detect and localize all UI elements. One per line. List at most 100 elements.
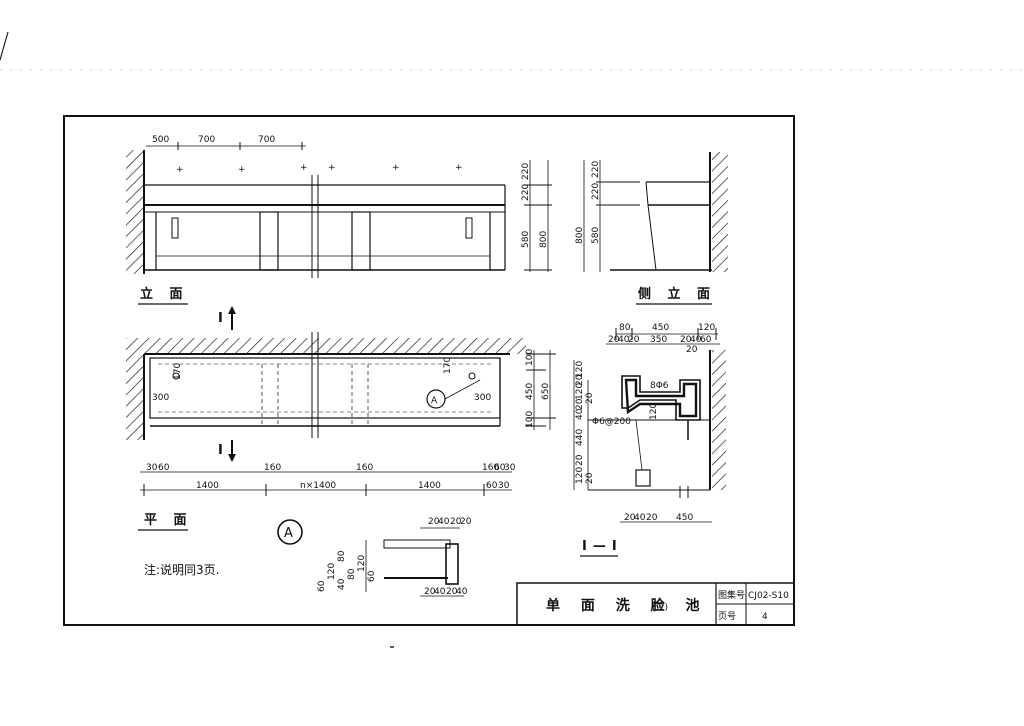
drawing-frame: [63, 115, 795, 626]
section-sub-2: 40: [618, 335, 630, 345]
section-bottom-2: 40: [634, 513, 646, 523]
section-mark-bottom: I: [218, 440, 236, 462]
plan-bottom-a-2: 60: [158, 463, 170, 473]
detail-top-3: 20: [450, 517, 462, 527]
detail-bottom-3: 20: [446, 587, 458, 597]
plan-label: 平 面: [144, 513, 193, 528]
plan-bottom-b-1: 1400: [196, 481, 219, 491]
detail-left-6: 120: [357, 555, 367, 572]
plan-inner-dim-4: 300: [474, 393, 491, 403]
plan-inner-dim-3: 300: [152, 393, 169, 403]
detail-left-1: 60: [317, 580, 327, 592]
drawing-no-label: 图集号: [718, 589, 745, 601]
page-label: 页号: [718, 611, 736, 622]
section-sub-4: 350: [650, 335, 667, 345]
section-sub-1: 20: [608, 335, 620, 345]
svg-text:I: I: [218, 443, 229, 458]
svg-text:+: +: [300, 163, 308, 173]
svg-text:+: +: [238, 165, 246, 175]
plan-bottom-a-4: 160: [356, 463, 373, 473]
section-left-9: 120: [575, 467, 585, 484]
detail-bottom-1: 20: [424, 587, 436, 597]
side-dim-2: 220: [591, 183, 601, 200]
detail-top-4: 20: [460, 517, 472, 527]
scan-mark: [0, 31, 9, 61]
detail-left-4: 40: [337, 578, 347, 590]
side-dim-4: 800: [575, 227, 585, 244]
section-label: I—I: [582, 539, 623, 554]
section-bottom-3: 20: [646, 513, 658, 523]
detail-top-1: 20: [428, 517, 440, 527]
wall-hatch-left: [126, 150, 144, 274]
section-bars-1: 8Φ6: [650, 381, 669, 391]
plan-bottom-a-1: 30: [146, 463, 158, 473]
plan-bottom-b-2: n×1400: [300, 481, 336, 491]
section-left-10: 20: [585, 472, 595, 484]
svg-text:+: +: [328, 163, 336, 173]
svg-text:+: +: [176, 165, 184, 175]
plan-bottom-a-5: 160: [482, 463, 499, 473]
plan-bottom-a-3: 160: [264, 463, 281, 473]
drawing-note: 注:说明同3页.: [144, 562, 220, 577]
section-left-3: 120: [575, 383, 585, 400]
plan-right-dim-1: 100: [525, 349, 535, 366]
section-sub-8: 20: [686, 345, 698, 355]
front-right-dim-2: 220: [521, 184, 531, 201]
section-sub-5: 20: [680, 335, 692, 345]
front-top-dim-3: 700: [258, 135, 275, 145]
plan-right-dim-3: 650: [541, 383, 551, 400]
section-left-4: 20: [575, 398, 585, 410]
svg-text:+: +: [455, 163, 463, 173]
detail-left-3: 80: [337, 550, 347, 562]
detail-left-2: 120: [327, 563, 337, 580]
section-top-dim-2: 450: [652, 323, 669, 333]
section-top-dim-3: 120: [698, 323, 715, 333]
side-dim-1: 220: [591, 161, 601, 178]
section-bars-3: 120: [649, 403, 659, 420]
section-left-8: 20: [575, 454, 585, 466]
front-right-dim-3: 580: [521, 231, 531, 248]
detail-bottom-2: 40: [434, 587, 446, 597]
plan-bottom-b-3: 1400: [418, 481, 441, 491]
detail-bottom-4: 40: [456, 587, 468, 597]
detail-a-view: A 20 40 20 20 60 120 80 40 80 120 60 20 …: [277, 517, 472, 597]
wall-hatch-left-plan: [126, 354, 144, 440]
section-view: 80 450 120 20 40 20 350 20 40 60 20 8Φ6 …: [573, 323, 726, 557]
title-block: 单 面 洗 脸 池 (二) 图集号 CJ02-S10 页号 4: [516, 582, 795, 626]
drawing-no: CJ02-S10: [748, 591, 789, 601]
front-right-dim-4: 800: [539, 231, 549, 248]
plan-view: 170 170 300 300 A 100 450 650 100 30 60 …: [126, 332, 556, 531]
plan-bottom-b-5: 30: [498, 481, 510, 491]
detail-left-5: 80: [347, 568, 357, 580]
side-dim-3: 580: [591, 227, 601, 244]
plan-right-dim-4: 100: [525, 411, 535, 428]
section-left-2: 20: [575, 374, 585, 386]
plan-bottom-b-4: 60: [486, 481, 498, 491]
plan-bottom-a-7: 30: [504, 463, 516, 473]
section-left-6: 20: [585, 392, 595, 404]
section-bottom-4: 450: [676, 513, 693, 523]
detail-callout-a: A: [431, 396, 438, 406]
page-no: 4: [762, 612, 768, 622]
plan-inner-dim-1: 170: [173, 363, 183, 380]
svg-text:I: I: [218, 311, 229, 326]
section-bottom-1: 20: [624, 513, 636, 523]
plan-right-dim-2: 450: [525, 383, 535, 400]
side-elevation-label: 侧 立 面: [638, 286, 716, 302]
svg-text:+: +: [392, 163, 400, 173]
detail-top-2: 40: [438, 517, 450, 527]
title-suffix: (二): [652, 603, 668, 613]
detail-left-7: 60: [367, 570, 377, 582]
front-elevation-label: 立 面: [140, 286, 189, 302]
section-sub-6: 40: [690, 335, 702, 345]
front-right-dim-1: 220: [521, 163, 531, 180]
side-elevation-view: 220 220 580 800 侧 立 面: [575, 152, 728, 305]
wall-hatch-right: [712, 152, 728, 272]
section-mark-top: I: [218, 306, 236, 330]
front-elevation-view: 500 700 700 ++ ++ ++ 220 220 580 800 立 面: [126, 135, 552, 305]
section-left-7: 440: [575, 429, 585, 446]
detail-a-label: A: [284, 526, 293, 541]
wall-hatch-top: [126, 338, 526, 354]
